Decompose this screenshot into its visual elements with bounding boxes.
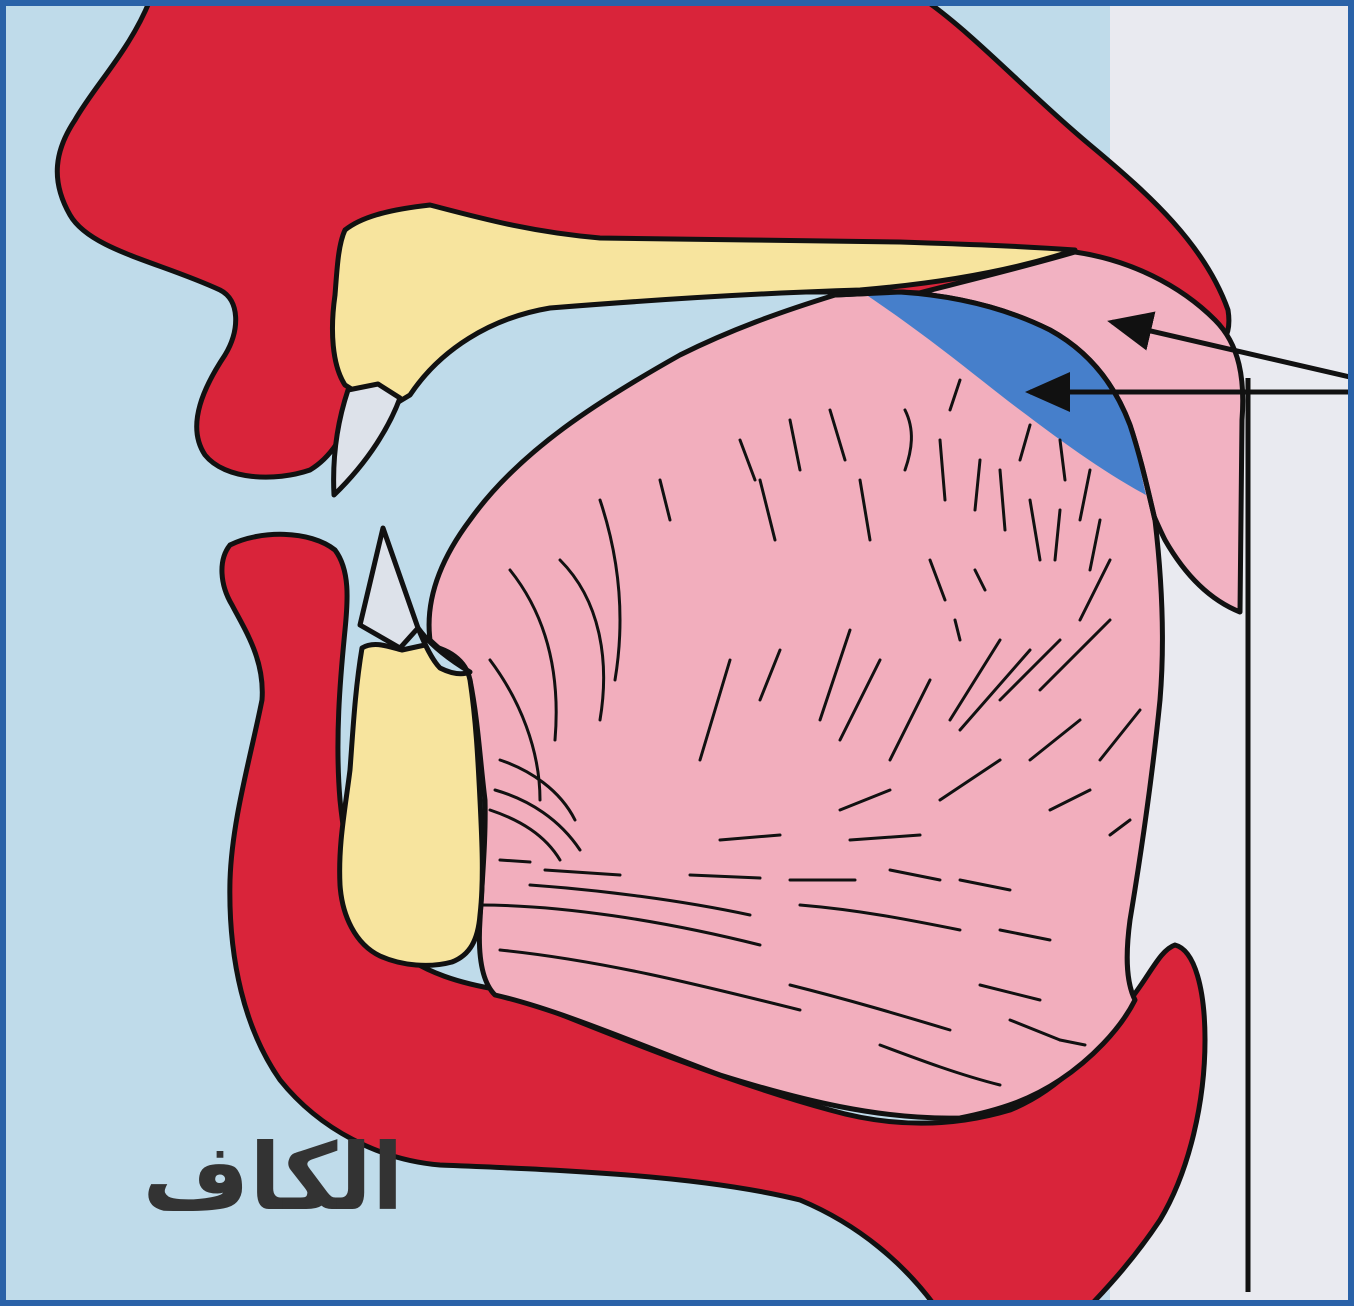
letter-label: الكاف: [128, 1118, 418, 1238]
lower-jaw: [340, 645, 483, 966]
